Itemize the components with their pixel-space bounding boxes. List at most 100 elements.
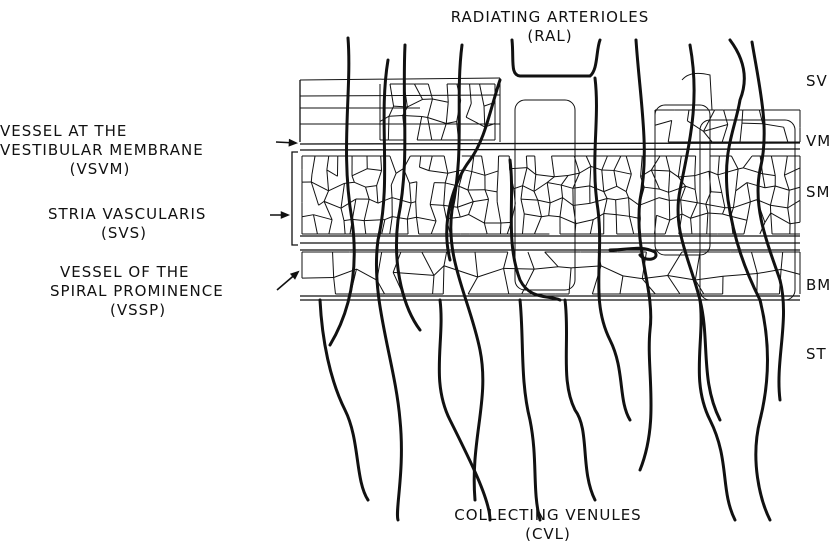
- stria-capillary: [681, 200, 682, 214]
- sv-capillary: [784, 127, 788, 142]
- region-sv: SV: [806, 72, 828, 91]
- sv-capillary: [388, 116, 389, 140]
- spiral-prominence-capillary: [695, 252, 700, 280]
- stria-bracket: [292, 152, 298, 245]
- sv-capillary: [447, 84, 448, 102]
- stria-capillary: [731, 216, 747, 220]
- stria-capillary: [747, 183, 765, 188]
- stria-capillary: [670, 171, 679, 177]
- stria-capillary: [369, 199, 378, 203]
- spiral-prominence-capillary: [668, 275, 696, 280]
- stria-capillary: [364, 221, 366, 234]
- stria-capillary: [616, 200, 617, 215]
- stria-capillary: [616, 198, 629, 200]
- stria-capillary: [552, 156, 555, 177]
- stria-capillary: [366, 186, 377, 187]
- stria-capillary: [747, 183, 750, 202]
- stria-capillary: [430, 183, 434, 205]
- spiral-prominence-capillary: [504, 268, 535, 269]
- stria-capillary: [651, 156, 660, 170]
- stria-capillary: [472, 172, 485, 176]
- stria-capillary: [736, 169, 738, 191]
- stria-capillary: [416, 217, 436, 221]
- sv-capillary: [763, 124, 784, 127]
- region-bm: BM: [806, 276, 831, 295]
- stria-capillary: [707, 213, 708, 234]
- stria-capillary: [535, 156, 536, 175]
- stria-capillary: [391, 185, 392, 198]
- stria-capillary: [416, 217, 418, 234]
- stria-capillary: [468, 190, 473, 202]
- spiral-prominence-capillary: [695, 276, 723, 280]
- stria-capillary: [678, 176, 694, 177]
- stria-capillary: [430, 205, 444, 206]
- stria-capillary: [659, 198, 669, 201]
- spiral-prominence-capillary: [504, 252, 508, 268]
- stria-capillary: [312, 156, 315, 175]
- stria-capillary: [324, 191, 328, 202]
- stria-capillary: [523, 168, 527, 186]
- sv-capillary: [470, 84, 472, 103]
- vsvm-abbr: (VSVM): [0, 160, 200, 179]
- stria-capillary: [431, 221, 436, 234]
- sv-capillary: [446, 122, 456, 124]
- stria-capillary: [771, 156, 775, 176]
- stria-capillary: [765, 213, 771, 223]
- stria-capillary: [419, 167, 428, 171]
- stria-capillary: [416, 182, 417, 202]
- spiral-prominence-capillary: [545, 252, 558, 267]
- stria-capillary: [367, 169, 381, 171]
- stria-capillary: [670, 214, 682, 220]
- stria-capillary: [534, 182, 547, 191]
- stria-capillary: [706, 204, 725, 207]
- sv-capillary: [466, 103, 471, 117]
- stria-capillary: [391, 173, 396, 185]
- stria-capillary: [586, 156, 591, 166]
- stria-capillary: [327, 170, 338, 176]
- spiral-prominence-capillary: [534, 267, 558, 269]
- stria-capillary: [457, 202, 473, 208]
- spiral-prominence-capillary: [620, 276, 623, 294]
- stria-capillary: [341, 183, 344, 208]
- ral-name: RADIATING ARTERIOLES: [400, 8, 700, 27]
- spiral-prominence-capillary: [558, 267, 571, 268]
- stria-capillary: [590, 220, 593, 234]
- stria-capillary: [629, 216, 633, 234]
- stria-capillary: [573, 173, 580, 188]
- stria-capillary: [460, 214, 468, 217]
- spiral-prominence-capillary: [569, 268, 571, 294]
- vssp-line2: SPIRAL PROMINENCE: [50, 282, 300, 301]
- stria-capillary: [484, 199, 488, 223]
- layer-line: [300, 143, 800, 144]
- major-vessel: [636, 40, 651, 470]
- stria-capillary: [560, 217, 576, 224]
- vsvm-arrow-head: [289, 140, 296, 145]
- stria-capillary: [591, 166, 602, 170]
- spiral-prominence-capillary: [443, 266, 444, 294]
- stria-capillary: [482, 156, 485, 175]
- stria-capillary: [547, 182, 550, 202]
- stria-capillary: [738, 168, 743, 169]
- collecting-venules-label: COLLECTING VENULES (CVL): [403, 506, 693, 544]
- spiral-prominence-capillary: [444, 252, 447, 266]
- spiral-prominence-capillary: [356, 269, 376, 280]
- stria-capillary: [743, 156, 752, 168]
- spiral-prominence-capillary: [444, 266, 478, 277]
- vssp-abbr: (VSSP): [50, 301, 300, 320]
- stria-capillary: [590, 166, 591, 185]
- radiating-arterioles-label: RADIATING ARTERIOLES (RAL): [400, 8, 700, 46]
- major-vessel: [447, 80, 500, 260]
- stria-capillary: [302, 215, 313, 217]
- stria-capillary: [549, 203, 550, 216]
- stria-capillary: [561, 185, 562, 198]
- sv-capillary: [724, 110, 728, 125]
- sv-capillary: [466, 117, 485, 127]
- stria-capillary: [329, 183, 345, 190]
- stria-capillary: [656, 215, 669, 220]
- spiral-prominence-capillary: [504, 268, 509, 294]
- stria-capillary: [770, 205, 787, 208]
- stria-capillary: [377, 171, 382, 186]
- stria-capillary: [733, 202, 750, 208]
- stria-capillary: [534, 217, 541, 234]
- sv-capillary: [428, 84, 432, 99]
